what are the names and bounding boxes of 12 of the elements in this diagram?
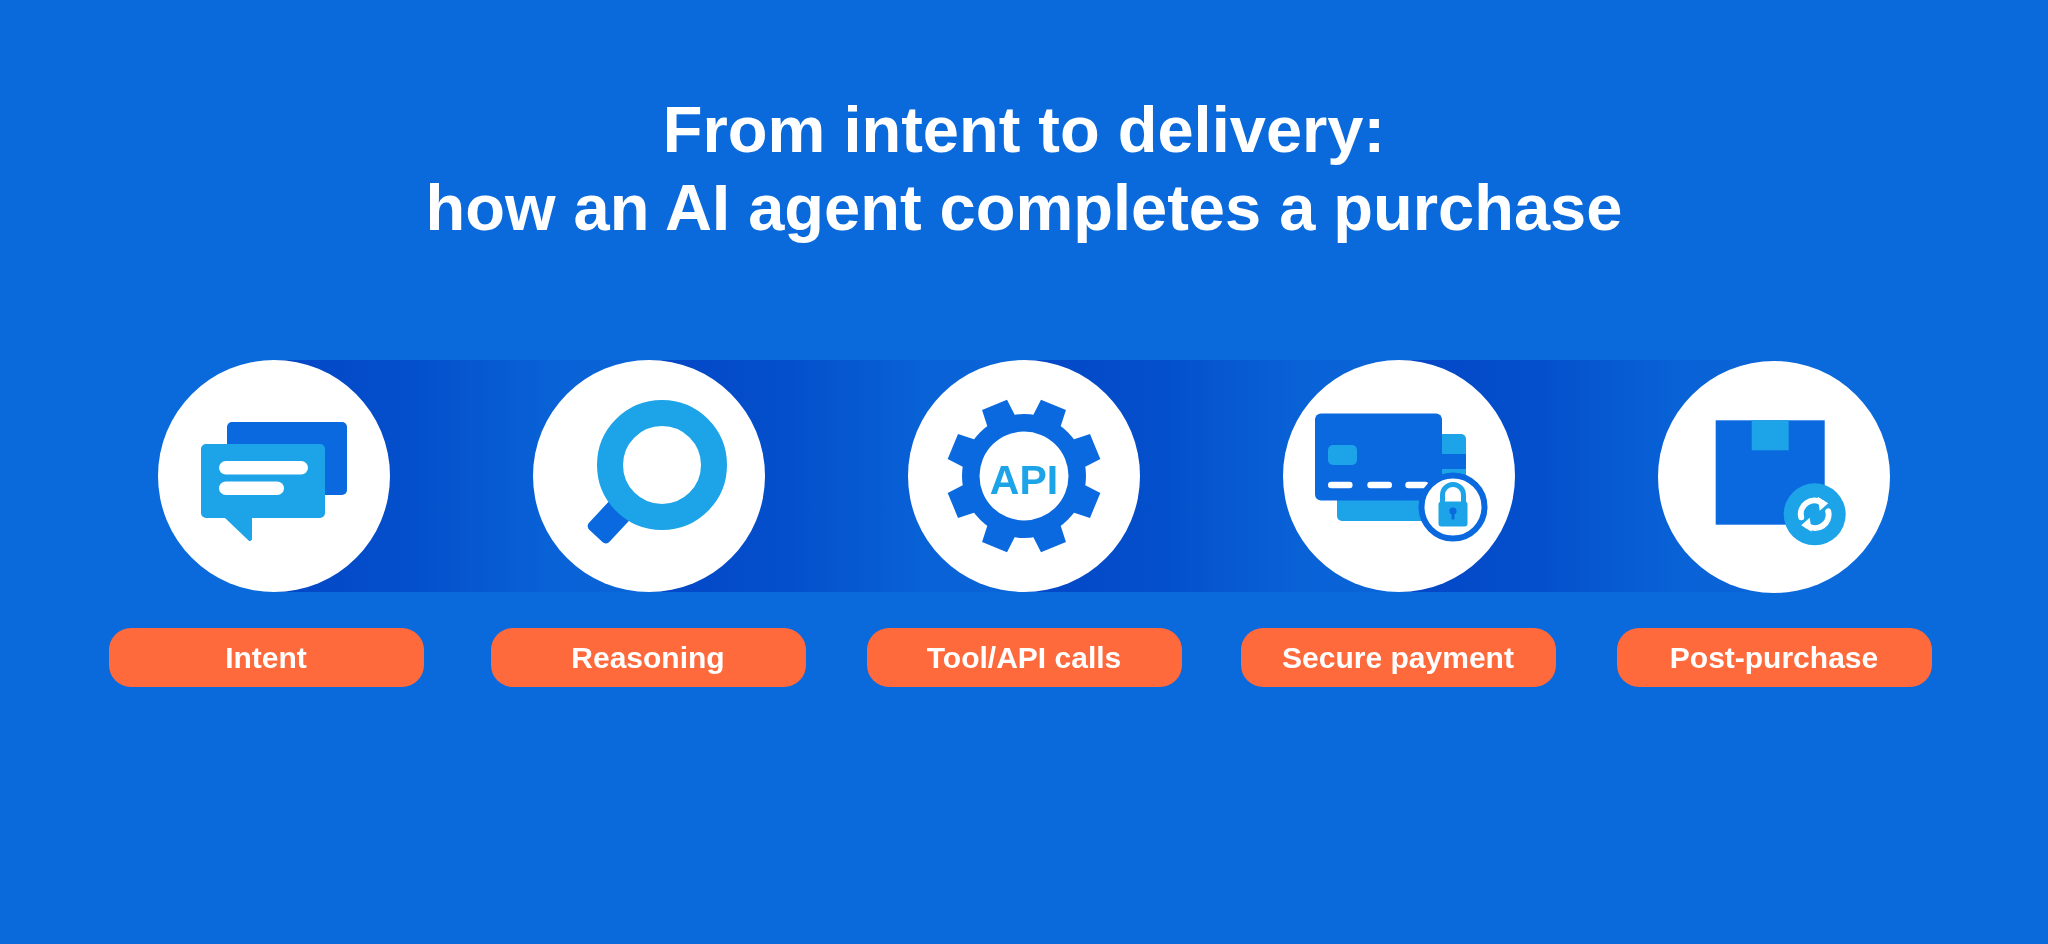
gear-text: API	[989, 459, 1059, 501]
step-pill	[1240, 628, 1556, 687]
step-label: Intent	[225, 639, 307, 676]
title: From intent to delivery: how an AI agent completes a purchase	[425, 92, 1623, 246]
step-pill	[108, 628, 424, 687]
step-pill	[1616, 628, 1932, 687]
step-label: Reasoning	[571, 639, 725, 676]
step-label: Post-purchase	[1669, 639, 1879, 676]
step-pill	[866, 628, 1182, 687]
step-label: Secure payment	[1282, 639, 1514, 676]
step-pill	[490, 628, 806, 687]
step-label: Tool/API calls	[926, 639, 1122, 676]
